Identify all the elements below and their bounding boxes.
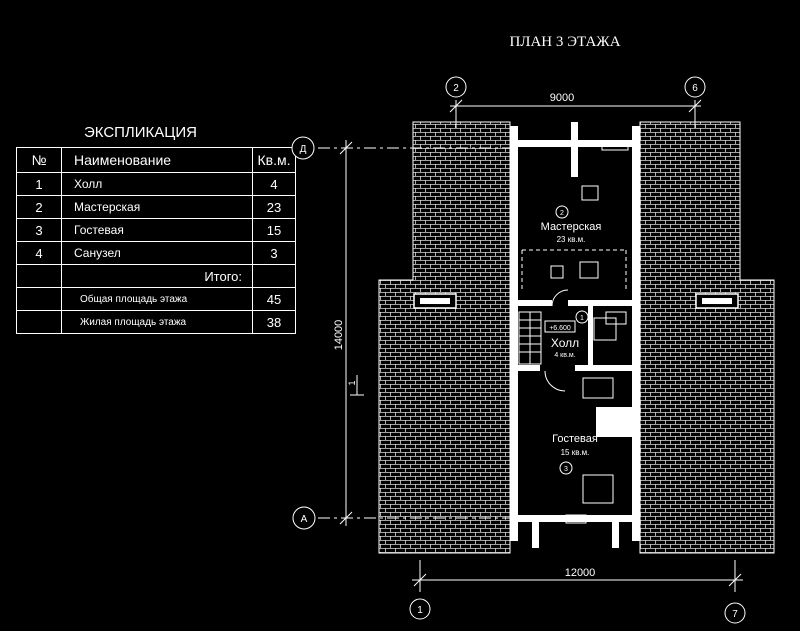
room-number-workshop: 2: [560, 210, 564, 217]
room-name-workshop: Мастерская: [541, 221, 602, 233]
axis-bubble-bottom-left: [409, 598, 431, 620]
room-number-circle-workshop: [555, 205, 569, 219]
doors: [544, 289, 569, 392]
row-name: Гостевая: [61, 218, 253, 242]
room-number-hall: 1: [580, 315, 584, 322]
axis-label-left-bottom: А: [301, 514, 308, 525]
table-row: 3 Гостевая 15: [16, 218, 296, 242]
row-number: 2: [16, 195, 62, 219]
total-area-value: 45: [252, 287, 296, 311]
axis-markers: [291, 76, 746, 624]
room-number-circle-hall: [575, 310, 589, 324]
level-mark: +6.600: [549, 325, 571, 332]
row-name: Мастерская: [61, 195, 253, 219]
section-mark: 1: [347, 380, 357, 385]
axis-bubble-bottom-right: [724, 602, 746, 624]
row-number: 4: [16, 241, 62, 265]
room-area-workshop: 23 кв.м.: [557, 235, 586, 244]
roof-right: [639, 121, 775, 554]
axis-bubble-top-left: [445, 76, 467, 98]
dimension-top: 9000: [550, 92, 574, 104]
axis-label-bottom-left: 1: [417, 605, 423, 616]
table-row-living-area: Жилая площадь этажа 38: [16, 310, 296, 334]
axis-bubble-left-top: [291, 136, 315, 160]
row-number: 3: [16, 218, 62, 242]
row-name: Холл: [61, 172, 253, 196]
axis-label-left-top: Д: [300, 144, 307, 155]
level-mark-box: [544, 320, 576, 333]
table-row-total-area: Общая площадь этажа 45: [16, 287, 296, 311]
staircase: [518, 311, 542, 365]
table-row: 1 Холл 4: [16, 172, 296, 196]
axis-bubble-left-bottom: [292, 506, 316, 530]
dimension-bottom: 12000: [565, 567, 596, 579]
row-area: 3: [252, 241, 296, 265]
room-name-guest: Гостевая: [552, 433, 598, 445]
dimension-lines: [318, 99, 743, 592]
room-area-hall: 4 кв.м.: [554, 352, 575, 359]
living-area-label: Жилая площадь этажа: [61, 310, 253, 334]
total-area-label: Общая площадь этажа: [61, 287, 253, 311]
explication-table: № Наименование Кв.м. 1 Холл 4 2 Мастерск…: [16, 147, 296, 334]
axis-bubble-top-right: [684, 76, 706, 98]
furniture: [521, 144, 629, 524]
living-area-value: 38: [252, 310, 296, 334]
axis-label-top-left: 2: [453, 83, 459, 94]
room-number-guest: 3: [564, 466, 568, 473]
header-area: Кв.м.: [252, 147, 296, 173]
row-area: 4: [252, 172, 296, 196]
roof-left: [378, 121, 511, 554]
axis-label-bottom-right: 7: [732, 609, 738, 620]
axis-label-top-right: 6: [692, 83, 698, 94]
room-number-circle-guest: [559, 461, 573, 475]
table-row: 4 Санузел 3: [16, 241, 296, 265]
plan-title: ПЛАН 3 ЭТАЖА: [509, 34, 621, 50]
explication-title: ЭКСПЛИКАЦИЯ: [83, 124, 198, 141]
room-name-hall: Холл: [551, 336, 579, 350]
room-area-guest: 15 кв.м.: [561, 448, 590, 457]
interior-walls: [510, 122, 640, 548]
table-row: 2 Мастерская 23: [16, 195, 296, 219]
row-name: Санузел: [61, 241, 253, 265]
dimension-left: 14000: [333, 320, 345, 351]
header-number: №: [16, 147, 62, 173]
